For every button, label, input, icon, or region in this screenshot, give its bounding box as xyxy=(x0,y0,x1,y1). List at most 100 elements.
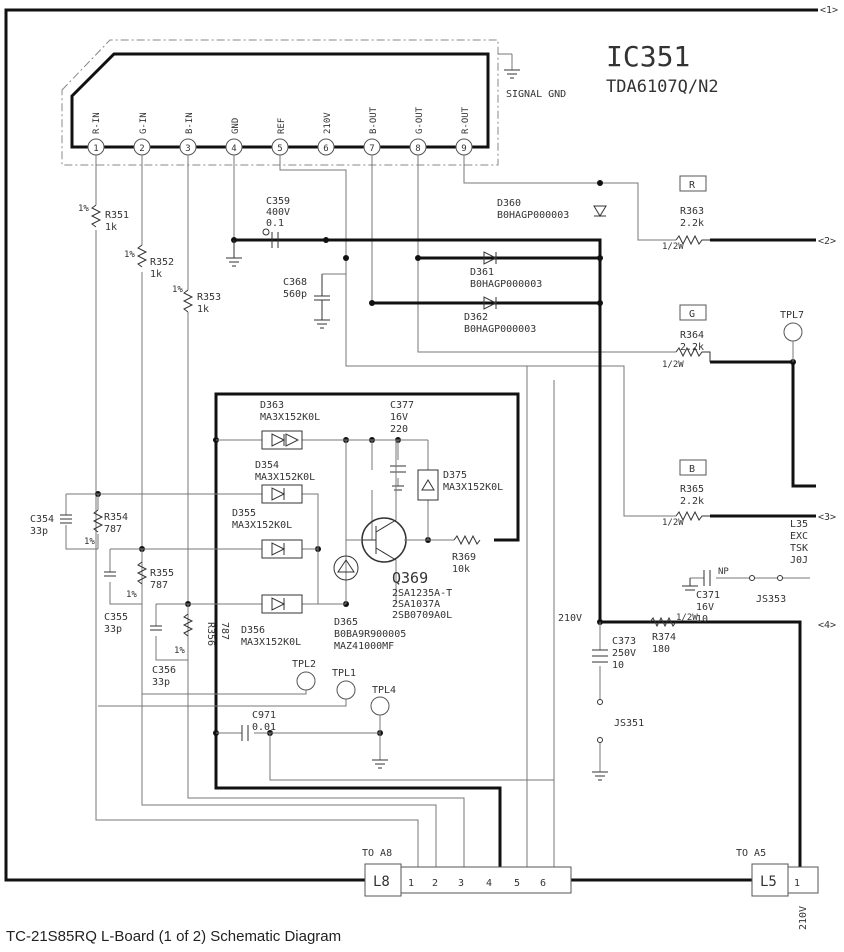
board-border xyxy=(4,8,818,882)
r352-val: 1k xyxy=(150,269,162,280)
r353-ref: R353 xyxy=(197,292,221,303)
r356-tol: 1% xyxy=(174,646,185,656)
pin-number: 6 xyxy=(323,144,328,154)
d363-part: MA3X152K0L xyxy=(260,412,320,423)
d356-ref: D356 xyxy=(241,625,265,636)
r355-tol: 1% xyxy=(126,590,137,600)
l35-line: L35 xyxy=(790,519,808,530)
pin-number: 3 xyxy=(185,144,190,154)
pin-name: G-IN xyxy=(139,112,149,134)
supply-210v-label: 210V xyxy=(558,613,582,624)
c971-ref: C971 xyxy=(252,710,276,721)
tpl7-label: TPL7 xyxy=(780,310,804,321)
supply-210v xyxy=(592,616,677,781)
r369-ref: R369 xyxy=(452,552,476,563)
c377-volt: 16V xyxy=(390,412,408,423)
r354-ref: R354 xyxy=(104,512,128,523)
r352-ref: R352 xyxy=(150,257,174,268)
c359-capacitor xyxy=(226,228,279,267)
ic-part: TDA6107Q/N2 xyxy=(606,77,719,97)
offpage-label-3: <3> xyxy=(818,512,836,523)
pin-number: 8 xyxy=(415,144,420,154)
c356-val: 33p xyxy=(152,677,170,688)
d365-part: B0BA9R900005 xyxy=(334,629,406,640)
q369-ref: Q369 xyxy=(392,569,428,587)
l5-net: 210V xyxy=(798,906,809,930)
d365-ref: D365 xyxy=(334,617,358,628)
r374-ref: R374 xyxy=(652,632,676,643)
r364-val: 2.2k xyxy=(680,342,704,353)
js353-label: JS353 xyxy=(756,594,786,605)
c354-val: 33p xyxy=(30,526,48,537)
d356-part: MA3X152K0L xyxy=(241,637,301,648)
c355-ref: C355 xyxy=(104,612,128,623)
c371-np: NP xyxy=(718,567,729,577)
l8-ref: L8 xyxy=(373,874,390,890)
c355-val: 33p xyxy=(104,624,122,635)
c371-volt: 16V xyxy=(696,602,714,613)
c373-val: 10 xyxy=(612,660,624,671)
d354-part: MA3X152K0L xyxy=(255,472,315,483)
pin-name: R-OUT xyxy=(461,106,471,134)
r363-pw: 1/2W xyxy=(662,242,684,252)
pin-name: R-IN xyxy=(92,112,102,134)
r369-val: 10k xyxy=(452,564,470,575)
d361-ref: D361 xyxy=(470,267,494,278)
c377-val: 220 xyxy=(390,424,408,435)
r365-val: 2.2k xyxy=(680,496,704,507)
pin-name: B-OUT xyxy=(369,106,379,134)
tpl1-label: TPL1 xyxy=(332,668,356,679)
r374-pw: 1/2W xyxy=(676,613,698,623)
diagram-caption: TC-21S85RQ L-Board (1 of 2) Schematic Di… xyxy=(6,928,342,945)
r363-val: 2.2k xyxy=(680,218,704,229)
pin-name: 210V xyxy=(323,112,333,134)
l8-pin: 4 xyxy=(486,878,492,889)
l35-line: EXC xyxy=(790,531,808,542)
r354-val: 787 xyxy=(104,524,122,535)
c356-ref: C356 xyxy=(152,665,176,676)
q369-part: 2SA1037A xyxy=(392,599,440,610)
output-diodes xyxy=(483,205,607,310)
pin-name: GND xyxy=(231,118,241,134)
d354-ref: D354 xyxy=(255,460,279,471)
pin-name: REF xyxy=(277,118,287,134)
d363-ref: D363 xyxy=(260,400,284,411)
c377-ref: C377 xyxy=(390,400,414,411)
pin-number: 5 xyxy=(277,144,282,154)
r351-ref: R351 xyxy=(105,210,129,221)
c359-val: 0.1 xyxy=(266,218,284,229)
pin-number: 1 xyxy=(93,144,98,154)
c368-ref: C368 xyxy=(283,277,307,288)
box-r: R xyxy=(689,180,696,191)
pin-number: 7 xyxy=(369,144,374,154)
r356-ref: R356 xyxy=(205,622,216,646)
d365-part: MAZ41000MF xyxy=(334,641,394,652)
r355-val: 787 xyxy=(150,580,168,591)
output-resistors xyxy=(675,234,711,522)
signal-gnd-label: SIGNAL GND xyxy=(506,89,566,100)
c371-ref: C371 xyxy=(696,590,720,601)
pin-number: 9 xyxy=(461,144,466,154)
signal-wires xyxy=(95,155,676,872)
tpl7-testpoint xyxy=(783,322,803,342)
r365-pw: 1/2W xyxy=(662,518,684,528)
c971-capacitor xyxy=(216,725,554,781)
l5-to: TO A5 xyxy=(736,848,766,859)
q369-transistor xyxy=(333,440,481,604)
c354-ref: C354 xyxy=(30,514,54,525)
c371-js353 xyxy=(682,570,810,591)
c971-val: 0.01 xyxy=(252,722,276,733)
l8-to: TO A8 xyxy=(362,848,392,859)
l8-pin: 3 xyxy=(458,878,464,889)
c373-ref: C373 xyxy=(612,636,636,647)
d362-ref: D362 xyxy=(464,312,488,323)
l8-pin: 1 xyxy=(408,878,414,889)
l8-pin: 2 xyxy=(432,878,438,889)
box-b: B xyxy=(689,464,695,475)
l8-pin: 6 xyxy=(540,878,546,889)
r365-ref: R365 xyxy=(680,484,704,495)
l35-line: TSK xyxy=(790,543,808,554)
offpage-label-1: <1> xyxy=(820,5,838,16)
c359-volt: 400V xyxy=(266,207,290,218)
